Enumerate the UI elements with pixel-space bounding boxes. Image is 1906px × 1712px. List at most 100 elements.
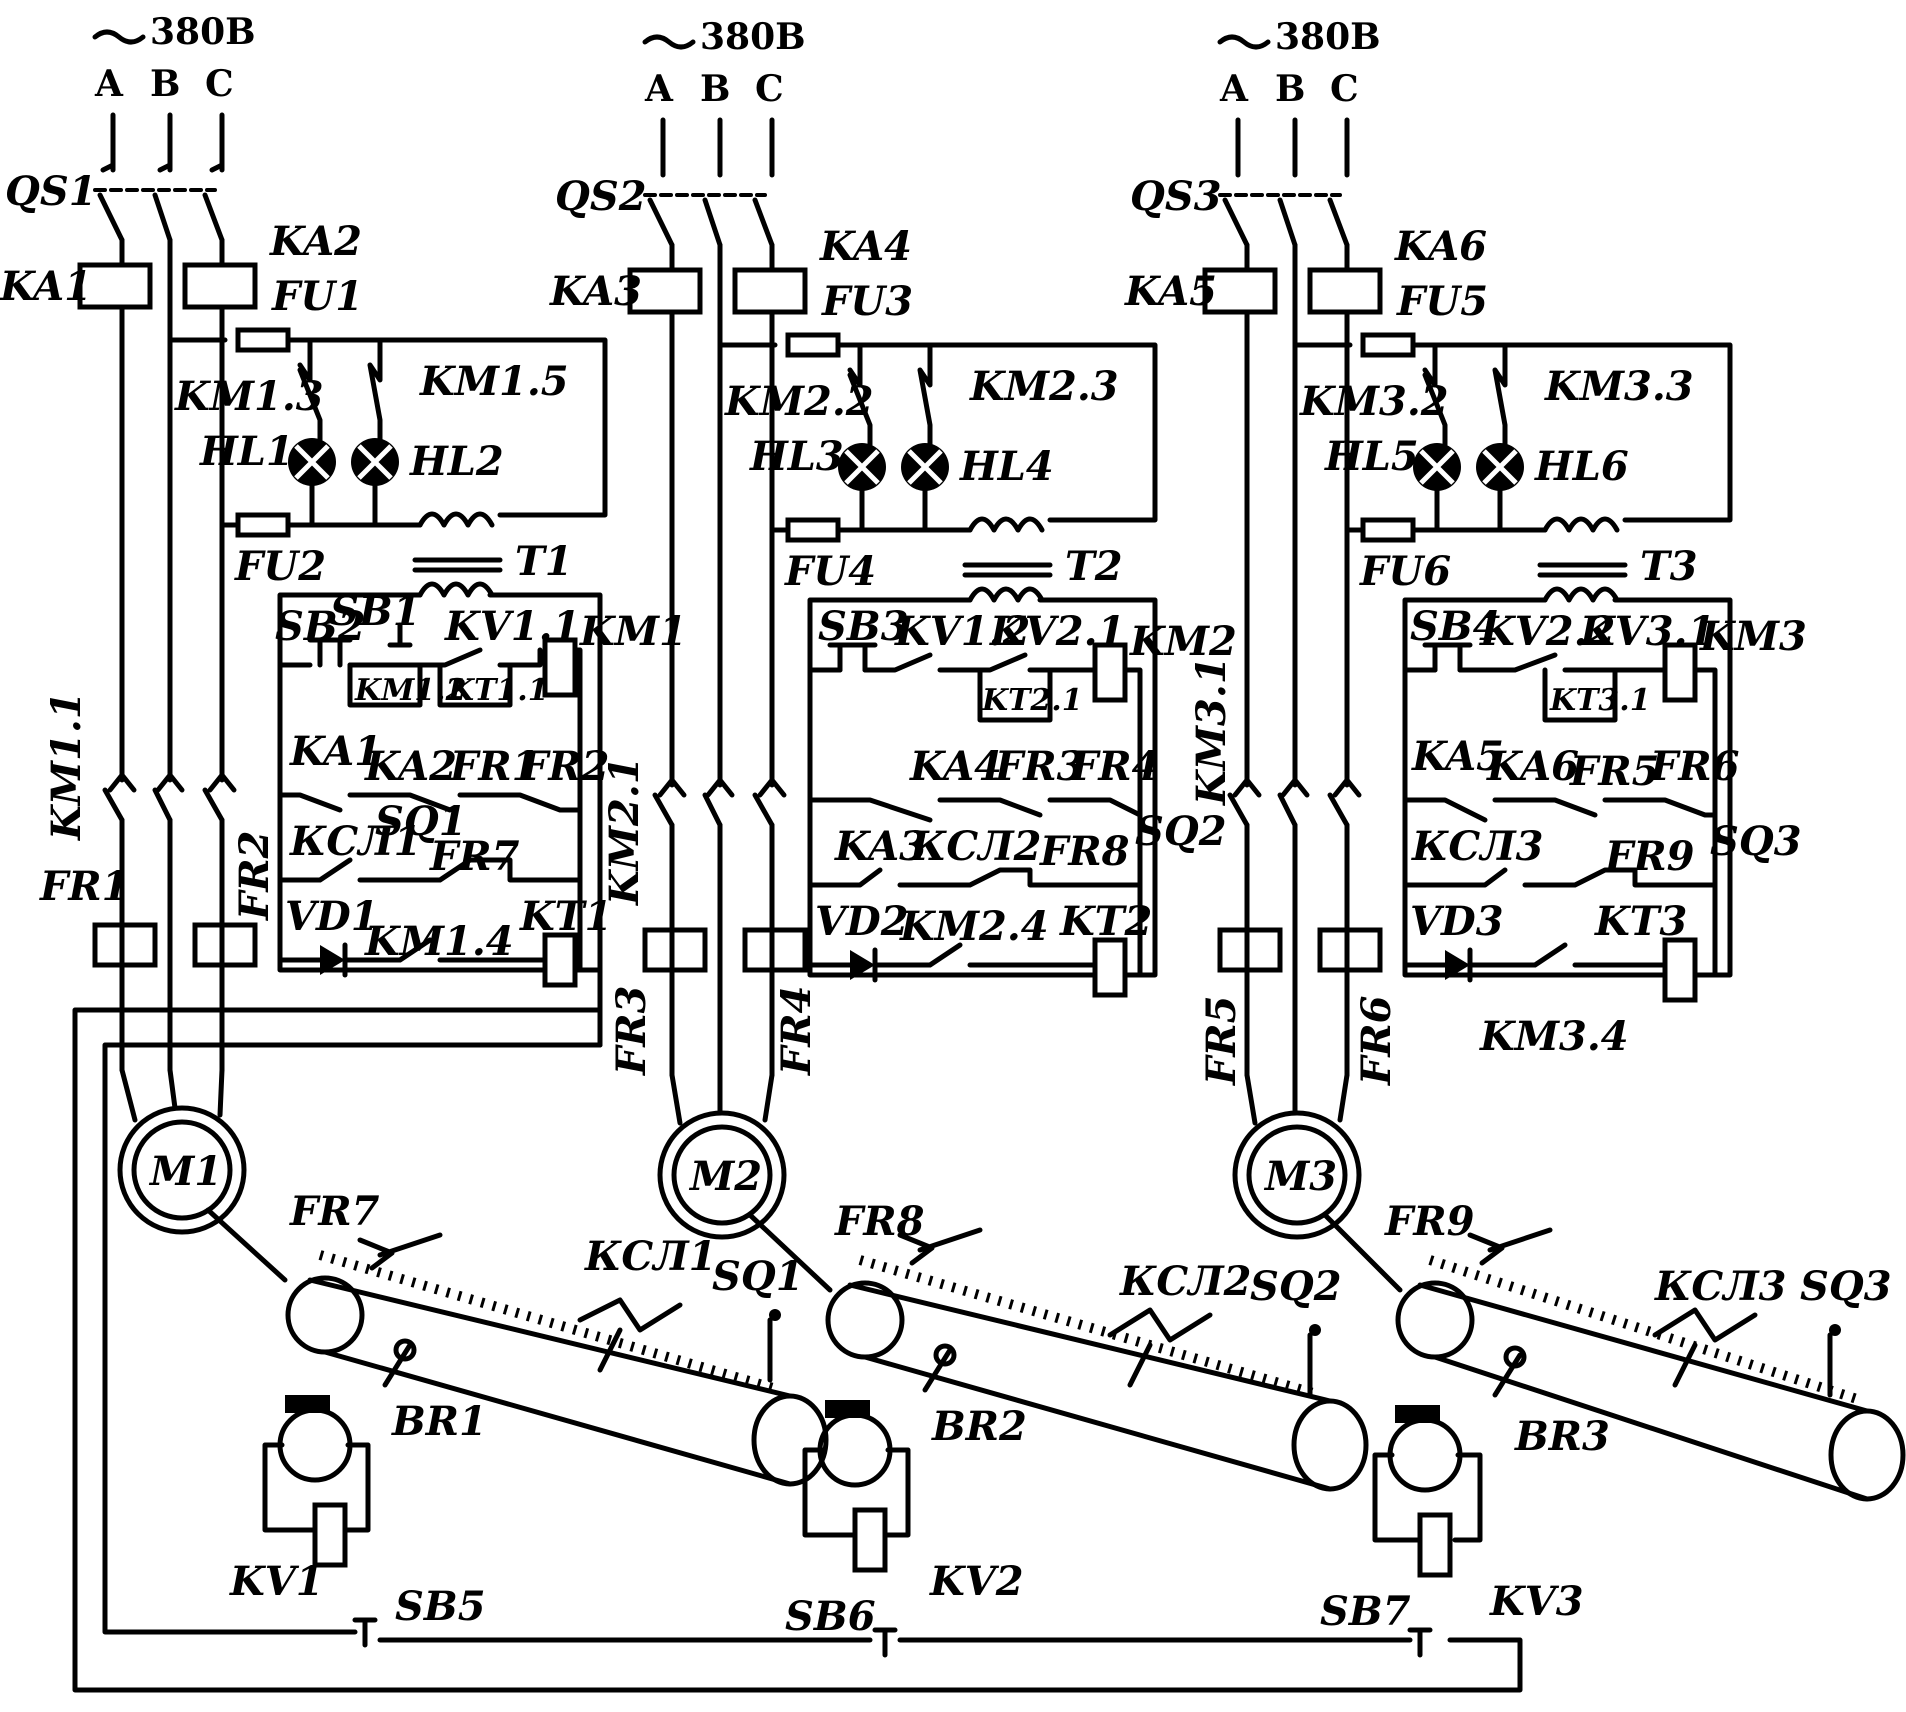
kv-prev-label: KV1.2 (894, 608, 1030, 655)
belt-button-label: SB5 (395, 1583, 486, 1630)
belt-button-label: SB6 (785, 1593, 876, 1640)
limit-switch-label: SQ1 (375, 798, 467, 845)
fr-belt-label: FR9 (1604, 833, 1694, 880)
timer-contact-label: KT2.1 (981, 683, 1083, 718)
coil-label: KM2 (1129, 618, 1237, 665)
aux-contact-label: KM1.4 (364, 918, 514, 965)
diode-label: VD3 (1410, 898, 1504, 945)
aux-contact-label: KM3.4 (1479, 1013, 1629, 1060)
ka-left-label: KA1 (289, 728, 382, 775)
belt-button-icon[interactable] (872, 1627, 898, 1658)
lamp-left-label: HL3 (749, 433, 844, 480)
aux-contact-label: KM2.4 (899, 903, 1049, 950)
lamp-left-label: HL1 (199, 428, 294, 475)
thermal-left-label: FR5 (1198, 996, 1245, 1086)
lamp-right-label: HL4 (959, 443, 1054, 490)
ka-right-label: KA4 (909, 743, 1002, 790)
lamp-right-label: HL6 (1534, 443, 1629, 490)
speed-contact-label: КСЛ1 (289, 818, 421, 865)
current-relay-right-label: KA4 (819, 223, 912, 270)
tachogenerator-icon (1387, 1417, 1463, 1493)
lamp-contact-left-label: KM3.2 (1299, 378, 1449, 425)
speed-contact-label: КСЛ2 (909, 823, 1041, 870)
stop-button-label: SB2 (275, 603, 366, 650)
contactor-main-label: KM3.1 (1188, 656, 1235, 806)
current-relay-right-label: KA6 (1394, 223, 1487, 270)
supply-voltage: 380В (150, 11, 256, 53)
diode-label: VD2 (815, 898, 909, 945)
current-relay-left-label: KA1 (0, 263, 92, 310)
transformer-label: T2 (1065, 543, 1123, 590)
current-relay-left-label: KA3 (549, 268, 642, 315)
start-button-label: SB1 (330, 588, 421, 635)
current-relay-right (732, 267, 808, 315)
fuse-bottom-label: FU4 (784, 548, 876, 595)
belt-thermal-label: FR8 (834, 1198, 924, 1245)
speed-relay-label: KV2 (929, 1558, 1024, 1605)
main-switch[interactable]: QS2 (555, 173, 775, 248)
motor: M3 (1232, 1072, 1403, 1293)
belt-thermal-label: FR9 (1384, 1198, 1474, 1245)
conveyor-belt: FR8 КСЛ2 SQ2 BR2 KV2 SB6 (785, 1198, 1369, 1658)
contactor-coil (1092, 642, 1128, 703)
main-contactor: KM3.1 (1188, 656, 1362, 828)
section-2: 380В A B C QS2 KA3 KA4 FU3 FU4 KM2.2 KM2… (549, 16, 1369, 1658)
tachogenerator-icon (817, 1412, 893, 1488)
fuse-bottom-label: FU2 (234, 543, 326, 590)
belt-button-icon[interactable] (1407, 1627, 1433, 1658)
tacho-label: BR3 (1514, 1413, 1610, 1460)
fuse-top-label: FU1 (271, 273, 363, 320)
coil-label: KM3 (1699, 613, 1807, 660)
transformer-label: T3 (1640, 543, 1698, 590)
timer-label: KT2 (1059, 898, 1152, 945)
fr-left-label: FR1 (449, 743, 539, 790)
ka-left-label: KA3 (834, 823, 927, 870)
tacho-brake (285, 1395, 330, 1413)
stop-button-label: SB4 (1410, 603, 1501, 650)
fr-left-label: FR5 (1569, 748, 1659, 795)
fuse-top-label: FU3 (821, 278, 913, 325)
fr-belt-label: FR7 (429, 833, 520, 880)
phase-a-label: A (1219, 68, 1249, 110)
belt-limit-label: SQ1 (712, 1253, 804, 1300)
contactor-coil (542, 637, 578, 698)
thermal-relay-right (1317, 927, 1383, 973)
belt-button-icon[interactable] (352, 1617, 378, 1648)
kv-contact-label: KV2.1 (989, 608, 1125, 655)
phase-c-label: C (205, 63, 234, 105)
supply-voltage: 380В (1275, 16, 1381, 58)
thermal-relay-right (742, 927, 808, 973)
switch-label: QS1 (5, 168, 97, 215)
kv-contact-label: KV1.1 (444, 603, 580, 650)
tacho-label: BR1 (391, 1398, 487, 1445)
diode-icon (850, 950, 875, 980)
lamp-contact-right-label: KM3.3 (1544, 363, 1694, 410)
lamp-contact-right-label: KM1.5 (419, 358, 569, 405)
fuse-top (1360, 332, 1416, 358)
thermal-left-label: FR3 (608, 986, 655, 1076)
motor-label: M1 (148, 1148, 222, 1195)
switch-label: QS2 (555, 173, 647, 220)
main-switch[interactable]: QS1 (5, 168, 225, 243)
speed-sensor-wave (577, 1297, 683, 1333)
conveyor-belt: FR9 КСЛ3 SQ3 BR3 KV3 SB7 (1320, 1198, 1906, 1658)
supply-voltage: 380В (700, 16, 806, 58)
speed-contact-label: КСЛ3 (1411, 823, 1543, 870)
belt-speed-sensor-label: КСЛ1 (584, 1233, 716, 1280)
kv-contact-label: KV3.1 (1579, 608, 1715, 655)
timer-label: KT1 (519, 893, 612, 940)
belt-limit-label: SQ3 (1800, 1263, 1892, 1310)
motor-label: M3 (1263, 1153, 1337, 1200)
main-switch[interactable]: QS3 (1130, 173, 1350, 248)
fuse-bottom (235, 512, 291, 538)
contactor-main-label: KM2.1 (601, 756, 648, 906)
current-relay-left (1202, 267, 1278, 315)
diode-icon (1445, 950, 1470, 980)
timer-coil (1662, 937, 1698, 1003)
contactor-main-label: KM1.1 (43, 691, 90, 841)
belt-button-label: SB7 (1320, 1588, 1411, 1635)
coil-label: KM1 (579, 608, 687, 655)
emergency-stop-loop (72, 957, 1523, 1693)
